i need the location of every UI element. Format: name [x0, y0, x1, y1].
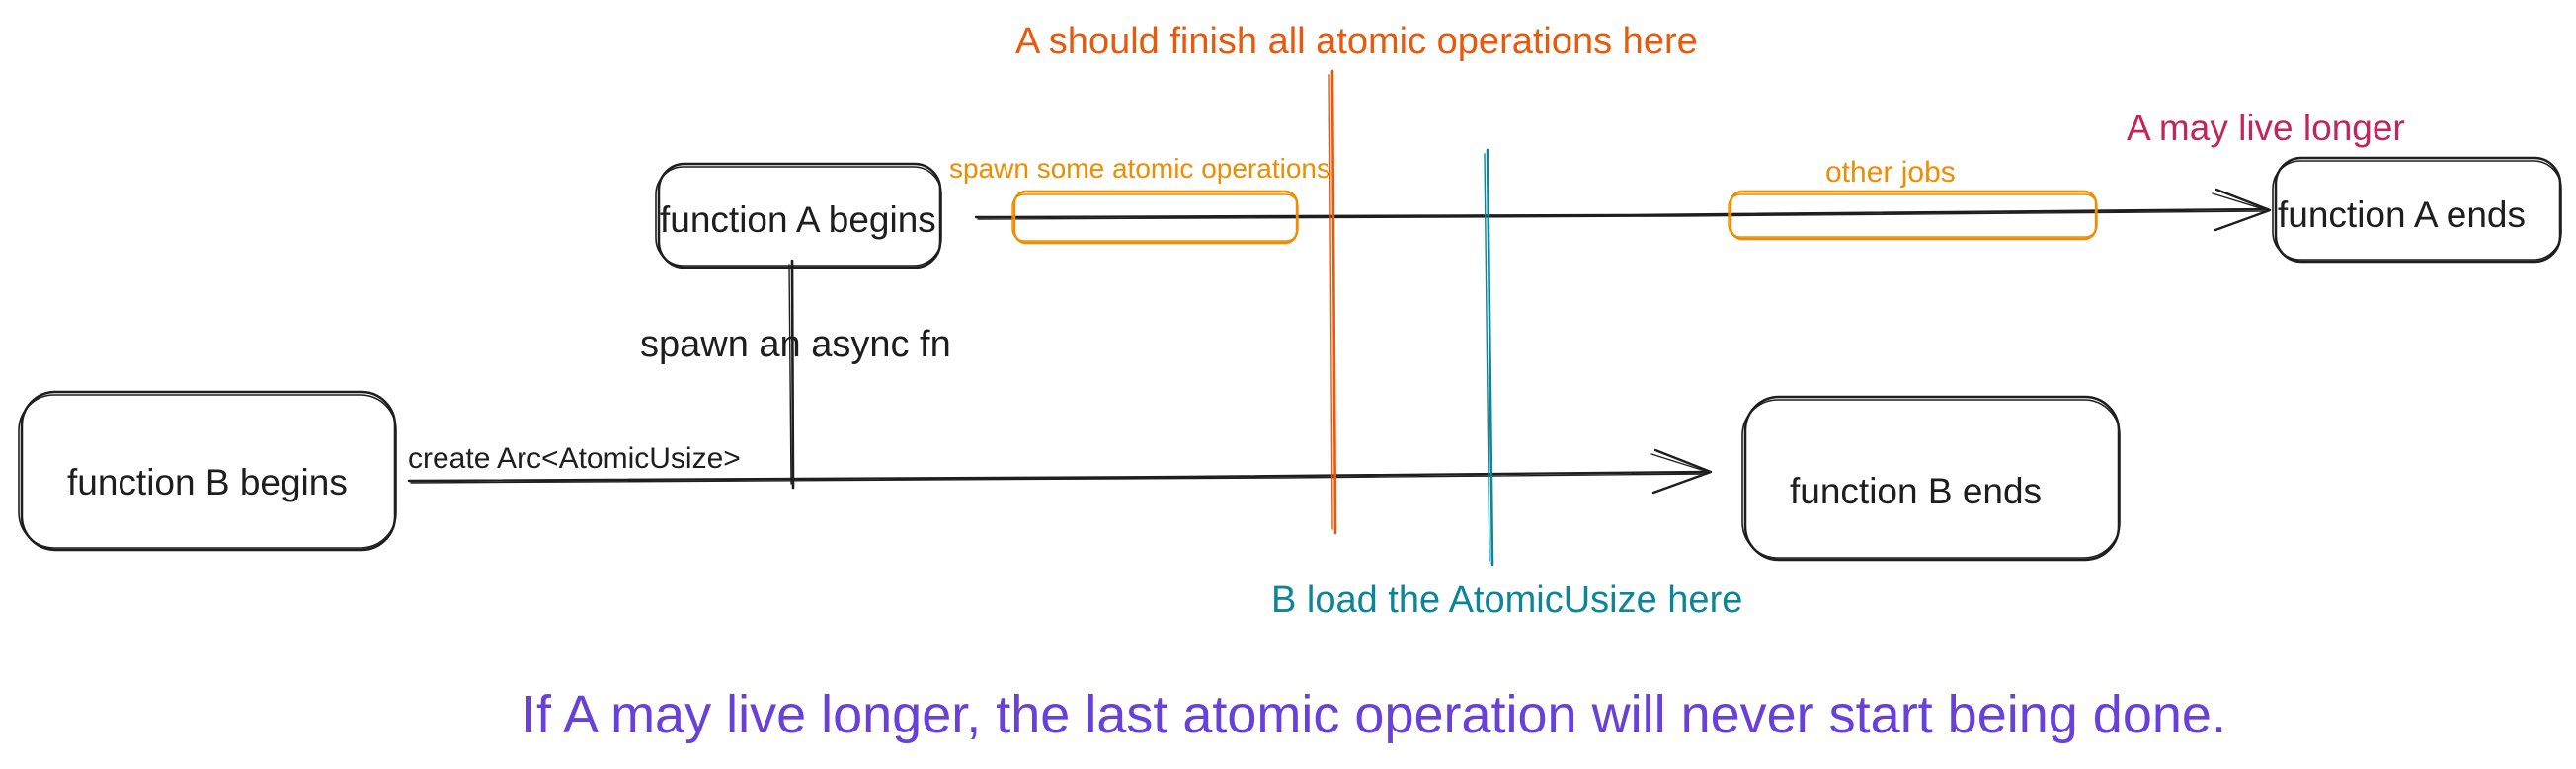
spawn-async-fn-label: spawn an async fn: [640, 324, 951, 365]
function-b-begins-box: [18, 390, 397, 552]
create-arc-label: create Arc<AtomicUsize>: [408, 442, 741, 475]
function-b-ends-label: function B ends: [1790, 471, 2043, 511]
function-a-ends-label: function A ends: [2278, 194, 2526, 235]
atomic-ops-bracket: [1011, 190, 1299, 245]
spawn-connector-line: [788, 259, 795, 490]
a-may-live-longer-label: A may live longer: [2127, 108, 2405, 148]
function-a-ends-box: [2272, 156, 2562, 264]
function-a-begins-label: function A begins: [660, 199, 936, 240]
a-finish-deadline-line: [1328, 69, 1337, 535]
conclusion-caption: If A may live longer, the last atomic op…: [522, 685, 2226, 744]
other-jobs-bracket: [1728, 190, 2098, 241]
spawn-atomic-ops-label: spawn some atomic operations: [949, 153, 1330, 184]
function-a-begins-box: [655, 162, 942, 269]
b-timeline-arrow: [407, 448, 1713, 495]
function-b-begins-label: function B begins: [67, 462, 348, 502]
a-timeline-arrow: [974, 188, 2272, 232]
b-load-line: [1484, 148, 1494, 567]
a-should-finish-label: A should finish all atomic operations he…: [1015, 21, 1698, 62]
function-b-ends-box: [1741, 395, 2121, 562]
b-load-label: B load the AtomicUsize here: [1271, 579, 1743, 621]
other-jobs-label: other jobs: [1825, 156, 1956, 189]
